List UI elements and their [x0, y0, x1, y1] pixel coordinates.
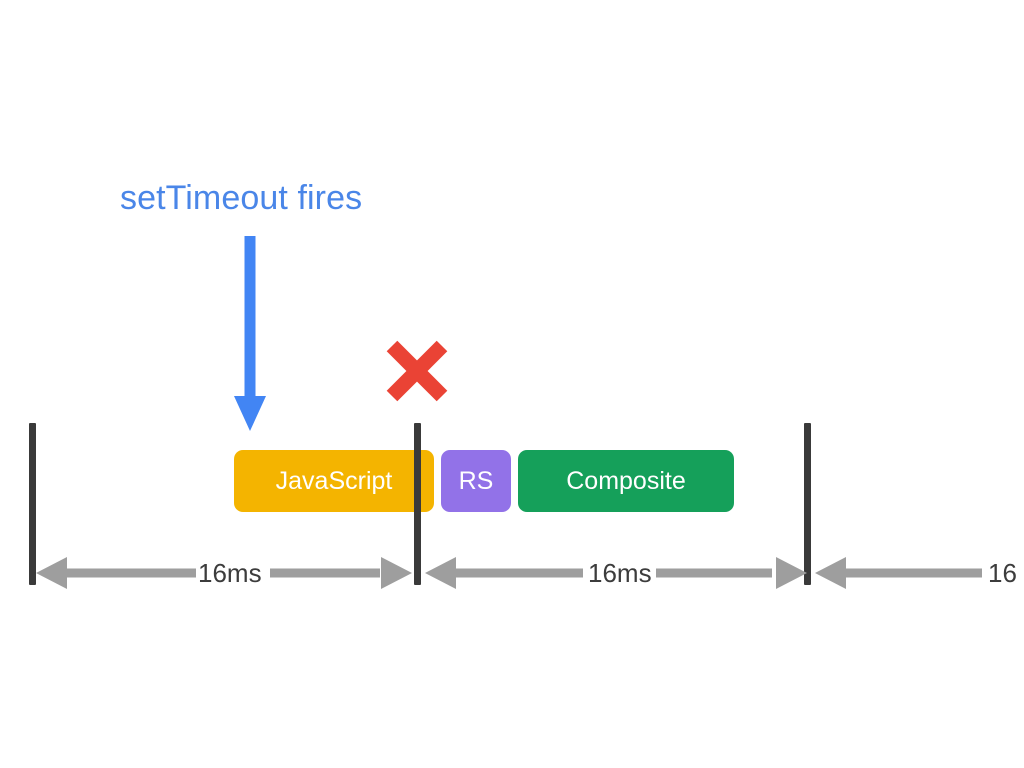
task-block-rs: RS — [441, 450, 511, 512]
measure-label-1: 16ms — [588, 558, 652, 588]
annotation-label-settimeout-fires: setTimeout fires — [120, 179, 363, 217]
frame-boundary-tick-2 — [804, 423, 811, 585]
down-arrow-icon — [230, 236, 270, 432]
red-x-icon — [384, 338, 450, 404]
measure-label-0: 16ms — [198, 558, 262, 588]
task-block-javascript: JavaScript — [234, 450, 434, 512]
frame-boundary-tick-0 — [29, 423, 36, 585]
frame-boundary-tick-1 — [414, 423, 421, 585]
measure-arrow-2 — [812, 555, 982, 591]
measure-label-2: 16 — [988, 558, 1017, 588]
measure-arrow-1 — [422, 555, 810, 591]
measure-arrow-0 — [33, 555, 415, 591]
task-block-composite: Composite — [518, 450, 734, 512]
